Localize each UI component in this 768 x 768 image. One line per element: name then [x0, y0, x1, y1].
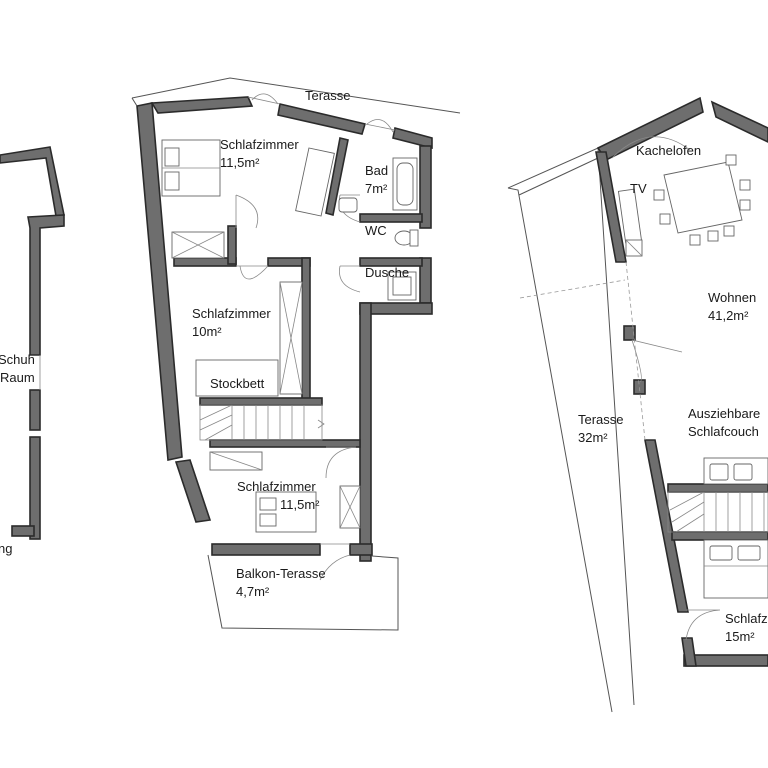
room-label-terasse: Terasse [578, 412, 624, 427]
middle-wall-wc-top [359, 213, 423, 223]
room-label-dusche: Dusche [365, 265, 409, 280]
left-wall-mid [29, 389, 41, 431]
middle-wall-east-lower [359, 302, 372, 562]
middle-wall-east-upper [419, 145, 432, 229]
room-label-schlafzimmer-2: Schlafzimmer [192, 306, 271, 321]
right-wall-pier-1 [623, 325, 636, 341]
room-area-schlafzimmer-3: 11,5m² [280, 497, 320, 512]
middle-wall-closet [227, 225, 237, 265]
room-label-stockbett: Stockbett [210, 376, 265, 391]
middle-wall-stair-bottom [209, 439, 361, 448]
right-stove-arc [611, 136, 691, 159]
left-wall-bottom [11, 525, 35, 537]
room-area-schlafz: 15m² [725, 629, 755, 644]
right-wall-stair-bottom [671, 531, 768, 541]
middle-bunk-bed [195, 359, 279, 397]
middle-staircase [199, 404, 325, 441]
middle-door-terrace [247, 93, 281, 105]
middle-wall-room2-top [173, 257, 237, 267]
middle-wardrobe-bath [295, 147, 335, 217]
room-area-schlafzimmer-2: 10m² [192, 324, 222, 339]
middle-sink [338, 197, 358, 213]
room-label-balkon-terasse: Balkon-Terasse [236, 566, 326, 581]
middle-terrace-label: Terasse [305, 88, 351, 103]
middle-door-room1 [235, 194, 259, 229]
room-label-kachelofen: Kachelofen [636, 143, 701, 158]
right-wall-south-corner [681, 637, 697, 667]
right-floor-plan: Kachelofen TV Wohnen 41,2m² Terasse 32m²… [507, 96, 768, 713]
room-label-wohnen: Wohnen [708, 290, 756, 305]
room-label-wc: WC [365, 223, 387, 238]
room-area-schlafzimmer-1: 11,5m² [220, 155, 260, 170]
middle-floor-plan: Terasse Schlafzimmer 11,5m² Bad 7m² WC D… [131, 77, 461, 631]
right-glazing-line [519, 279, 626, 299]
left-room-area: Raum [0, 370, 35, 385]
right-dining-table [653, 154, 751, 246]
middle-door-bath-terrace [364, 119, 396, 133]
room-label-schlafz: Schlafz [725, 611, 768, 626]
right-staircase [667, 491, 768, 533]
right-wall-west-lower [644, 439, 689, 613]
room-area-bad: 7m² [365, 181, 388, 196]
room-label-schlafcouch: Schlafcouch [688, 424, 759, 439]
left-wall-corner [27, 214, 65, 356]
right-door-terrace [631, 339, 683, 383]
middle-terrace-edge [131, 97, 138, 107]
left-wall-lower [29, 436, 41, 540]
right-door-bedroom [685, 609, 721, 641]
room-area-wohnen: 41,2m² [708, 308, 749, 323]
middle-wall-south-east [349, 543, 373, 556]
middle-wall-room2-east [301, 257, 311, 401]
room-label-schlafzimmer-1: Schlafzimmer [220, 137, 299, 152]
left-floor-plan: Schuh Raum ng [0, 146, 65, 556]
middle-bed-1 [161, 139, 221, 197]
middle-wall-bath [325, 137, 349, 217]
room-label-tv: TV [630, 181, 647, 196]
right-terrace-outline-outer [507, 187, 613, 713]
middle-door-balcony [319, 543, 351, 581]
middle-wall-shower-top [359, 257, 423, 267]
middle-door-shower [339, 265, 361, 293]
room-label-ausziehbare: Ausziehbare [688, 406, 760, 421]
right-wall-stair-top [667, 483, 768, 493]
middle-wall-north-east [392, 127, 433, 150]
middle-wall-north-west [150, 96, 254, 114]
room-label-bad: Bad [365, 163, 388, 178]
right-wall-north-east [710, 100, 768, 143]
middle-wall-west-lower [174, 459, 212, 523]
right-wall-south [683, 654, 768, 667]
middle-wall-west [136, 102, 183, 461]
middle-wall-south [211, 543, 321, 556]
left-room-label: Schuh [0, 352, 35, 367]
room-area-terasse: 32m² [578, 430, 608, 445]
right-terrace-edge [518, 157, 599, 196]
middle-wall-north [277, 103, 367, 135]
room-label-schlafzimmer-3: Schlafzimmer [237, 479, 316, 494]
left-room-label-2: ng [0, 541, 12, 556]
middle-door-room3 [325, 446, 357, 479]
middle-terrace-outline [131, 77, 461, 114]
middle-wall-stair-top [199, 397, 323, 406]
right-tv-unit [617, 188, 643, 244]
middle-door-room2 [236, 265, 269, 280]
right-wall-pier-2 [633, 379, 646, 395]
middle-balcony-outline [207, 554, 399, 631]
left-wall-top [0, 146, 65, 217]
right-glazing-wall [625, 261, 646, 441]
right-bed [703, 539, 768, 599]
room-area-balkon-terasse: 4,7m² [236, 584, 270, 599]
